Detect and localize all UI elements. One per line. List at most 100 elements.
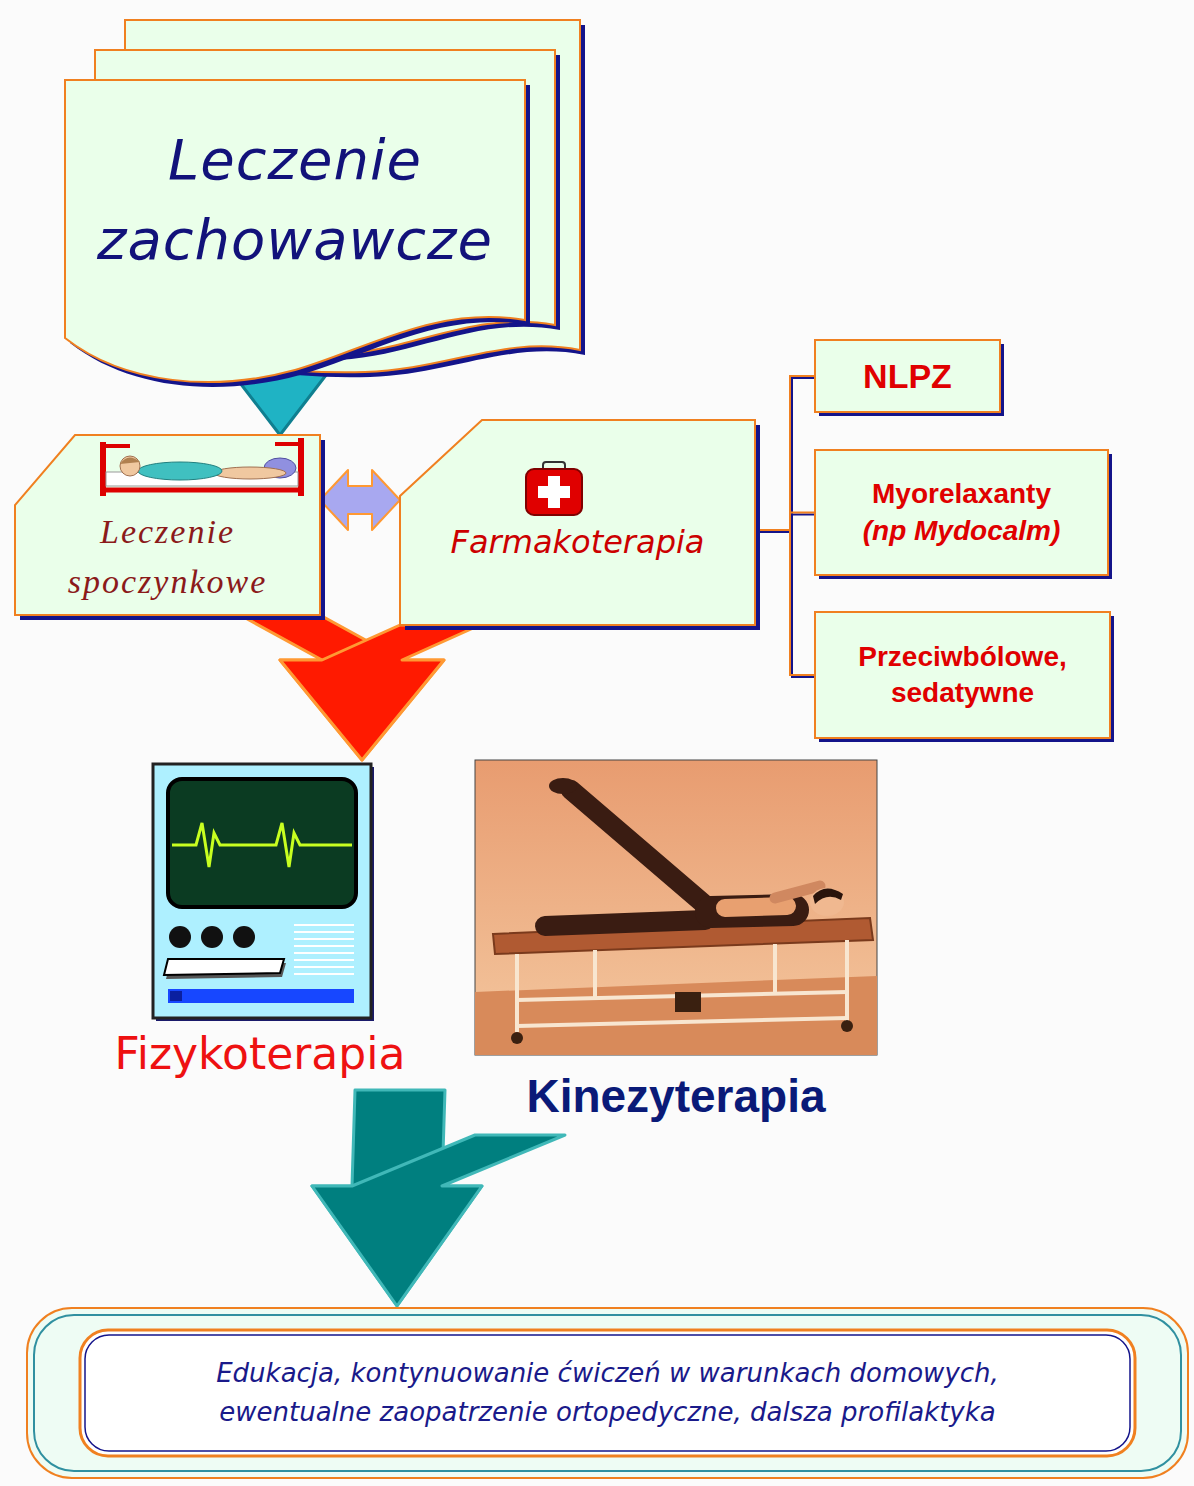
monitor-illustration-part [168,779,356,907]
exercise-photo-part [517,940,847,1032]
box-outline [815,450,1108,575]
drug-box: Przeciwbólowe, sedatywne [815,612,1110,738]
monitor-illustration-part [294,945,354,947]
flow-arrow-body [280,625,480,760]
monitor-illustration-part [201,926,223,948]
band-inner-line [85,1335,1130,1451]
monitor-illustration-part [169,926,191,948]
exercise-photo-part [493,918,873,954]
flow-arrow [280,625,480,760]
box-label: (np Mydocalm) [863,513,1061,549]
therapy-item: Kinezyterapia [475,760,877,1135]
monitor-illustration-part [294,925,354,974]
summary-text: Edukacja, kontynuowanie ćwiczeń w warunk… [138,1354,1078,1432]
page-sheet [65,80,525,382]
box-label: Leczenie spoczynkowe [50,507,285,607]
monitor-illustration-part [156,767,374,1021]
process-box: Farmakoterapia [400,420,755,625]
box-label: NLPZ [863,356,952,397]
exercise-photo-part [675,992,701,1012]
exercise-photo-part [711,910,793,912]
bracket-line [755,530,817,677]
bracket-line [755,376,817,532]
box-outline [15,435,320,615]
therapy-label: Fizykoterapia [80,1028,440,1080]
first-aid-icon-part [548,476,560,508]
exercise-photo-part [813,888,843,904]
exercise-photo-part [571,790,711,910]
bed-illustration-part [298,438,304,496]
title-text: Leczenie zachowawcze [65,120,525,280]
summary-band: Edukacja, kontynuowanie ćwiczeń w warunk… [25,1306,1190,1480]
therapy-item: Fizykoterapia [80,760,440,1090]
bracket-stroke [755,530,815,675]
band-outer [27,1308,1188,1478]
monitor-illustration-part [168,989,354,1003]
bracket-shadow [757,532,817,677]
box-label: Myorelaxanty [872,476,1051,512]
therapy-label: Kinezyterapia [475,1068,877,1124]
monitor-illustration-part [294,952,354,954]
box-outline [400,420,755,625]
bed-illustration-part [275,442,304,446]
exercise-photo-part [810,888,844,916]
exercise-photo-part [549,778,577,794]
first-aid-icon [525,462,585,518]
bracket-stroke [755,376,815,530]
bed-illustration-part [106,472,298,486]
bed-illustration-part [100,442,106,496]
double-arrow-body [320,470,400,530]
monitor-illustration-part [294,959,354,961]
monitor-illustration-part [294,938,354,940]
monitor-illustration [152,763,376,1025]
band-inner [80,1330,1135,1456]
flow-arrow [312,1135,565,1306]
exercise-photo-part [841,1020,853,1032]
bracket-stroke [755,513,815,531]
exercise-photo-part [511,1032,523,1044]
exercise-photo-part [725,906,787,908]
monitor-illustration-part [166,963,286,979]
node-outline [25,1306,1194,1486]
monitor-illustration-part [294,966,354,968]
monitor-illustration-part [294,924,354,926]
drug-box: NLPZ [815,340,1000,412]
exercise-photo-part [545,920,705,926]
bed-illustration-part [100,488,304,493]
monitor-illustration-part [294,931,354,933]
node-outline [65,20,586,391]
monitor-illustration-part [294,973,354,975]
box-outline [815,612,1110,738]
exercise-photo-part [845,940,849,1022]
first-aid-icon-part [526,469,582,515]
exercise-photo-part [775,886,820,898]
bed-illustration-part [214,467,286,479]
band-ring [34,1315,1181,1471]
bed-illustration-part [120,456,140,476]
box-outline [815,340,1000,412]
bed-illustration [100,438,310,500]
monitor-illustration-part [172,823,352,867]
bracket-shadow [757,378,817,532]
exercise-photo [475,760,877,1055]
exercise-photo-part [517,1018,847,1026]
exercise-photo-part [515,954,519,1032]
exercise-photo-part [545,790,793,926]
box-label: Farmakoterapia [410,520,745,564]
document-stack: Leczenie zachowawcze [65,20,580,385]
bed-illustration-part [138,462,222,480]
first-aid-icon-part [543,462,565,471]
box-label: Przeciwbólowe, sedatywne [823,639,1102,712]
monitor-illustration-part [153,764,371,1018]
flow-arrow-body [312,1135,565,1306]
bed-illustration-part [120,457,140,464]
bed-illustration-part [100,444,130,448]
exercise-photo-part [517,992,847,1000]
process-box: Leczenie spoczynkowe [15,435,320,615]
double-arrow [320,470,400,530]
exercise-photo-part [475,760,877,1055]
exercise-photo-part [773,944,777,994]
exercise-photo-part [593,950,597,998]
first-aid-icon-part [538,486,570,498]
exercise-photo-part [475,976,877,1055]
